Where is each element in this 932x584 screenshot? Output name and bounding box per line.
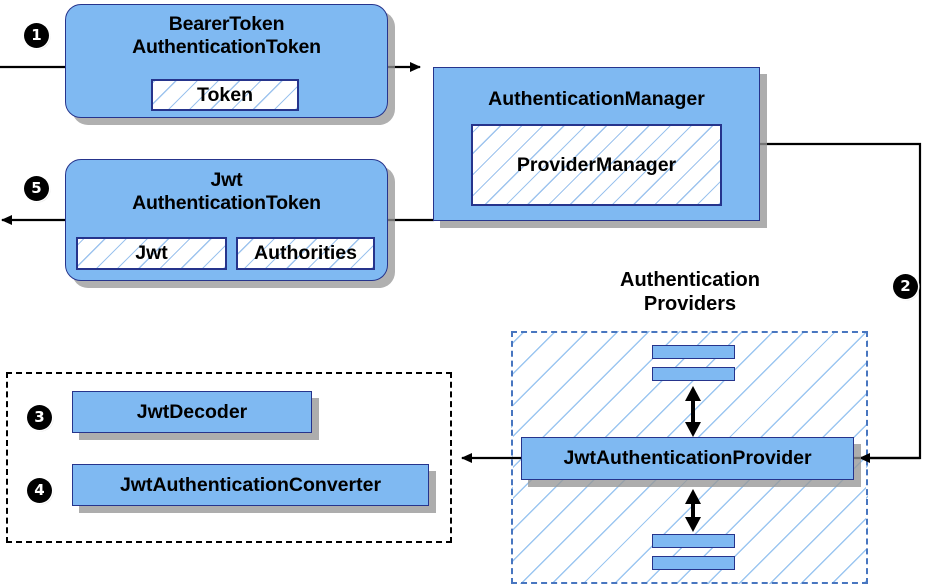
bearer-token-field-token: Token <box>151 79 299 111</box>
jwt-authentication-provider-card[interactable]: JwtAuthenticationProvider <box>521 437 854 480</box>
authentication-manager-title: AuthenticationManager <box>488 88 705 110</box>
jwt-token-field-jwt: Jwt <box>76 237 227 270</box>
authentication-providers-caption: Authentication Providers <box>620 269 760 315</box>
peer-provider-bar-bottom-1 <box>652 534 735 548</box>
jwt-token-field-authorities: Authorities <box>236 237 375 270</box>
jwt-authentication-converter-title: JwtAuthenticationConverter <box>119 474 382 496</box>
step-badge-2: 2 <box>893 274 918 299</box>
jwt-token-field-authorities-label: Authorities <box>254 242 357 264</box>
jwt-decoder-card[interactable]: JwtDecoder <box>72 391 312 433</box>
provider-manager-field: ProviderManager <box>471 124 722 206</box>
jwt-authentication-token-title: Jwt AuthenticationToken <box>132 169 321 214</box>
peer-provider-bar-bottom-2 <box>652 556 735 570</box>
peer-provider-bar-top-1 <box>652 345 735 359</box>
bearer-token-authentication-token-title: BearerToken AuthenticationToken <box>132 13 321 58</box>
step-badge-4: 4 <box>27 478 52 503</box>
jwt-decoder-title: JwtDecoder <box>136 401 248 423</box>
bearer-token-field-token-label: Token <box>197 83 253 106</box>
step-badge-1: 1 <box>24 23 49 48</box>
jwt-authentication-provider-title: JwtAuthenticationProvider <box>563 447 812 469</box>
peer-provider-bar-top-2 <box>652 367 735 381</box>
jwt-token-field-jwt-label: Jwt <box>135 242 168 264</box>
step-badge-3: 3 <box>27 405 52 430</box>
jwt-authentication-converter-card[interactable]: JwtAuthenticationConverter <box>72 464 429 506</box>
step-badge-5: 5 <box>24 176 49 201</box>
provider-manager-label: ProviderManager <box>516 153 677 176</box>
jwt-support-components-container <box>6 372 452 543</box>
